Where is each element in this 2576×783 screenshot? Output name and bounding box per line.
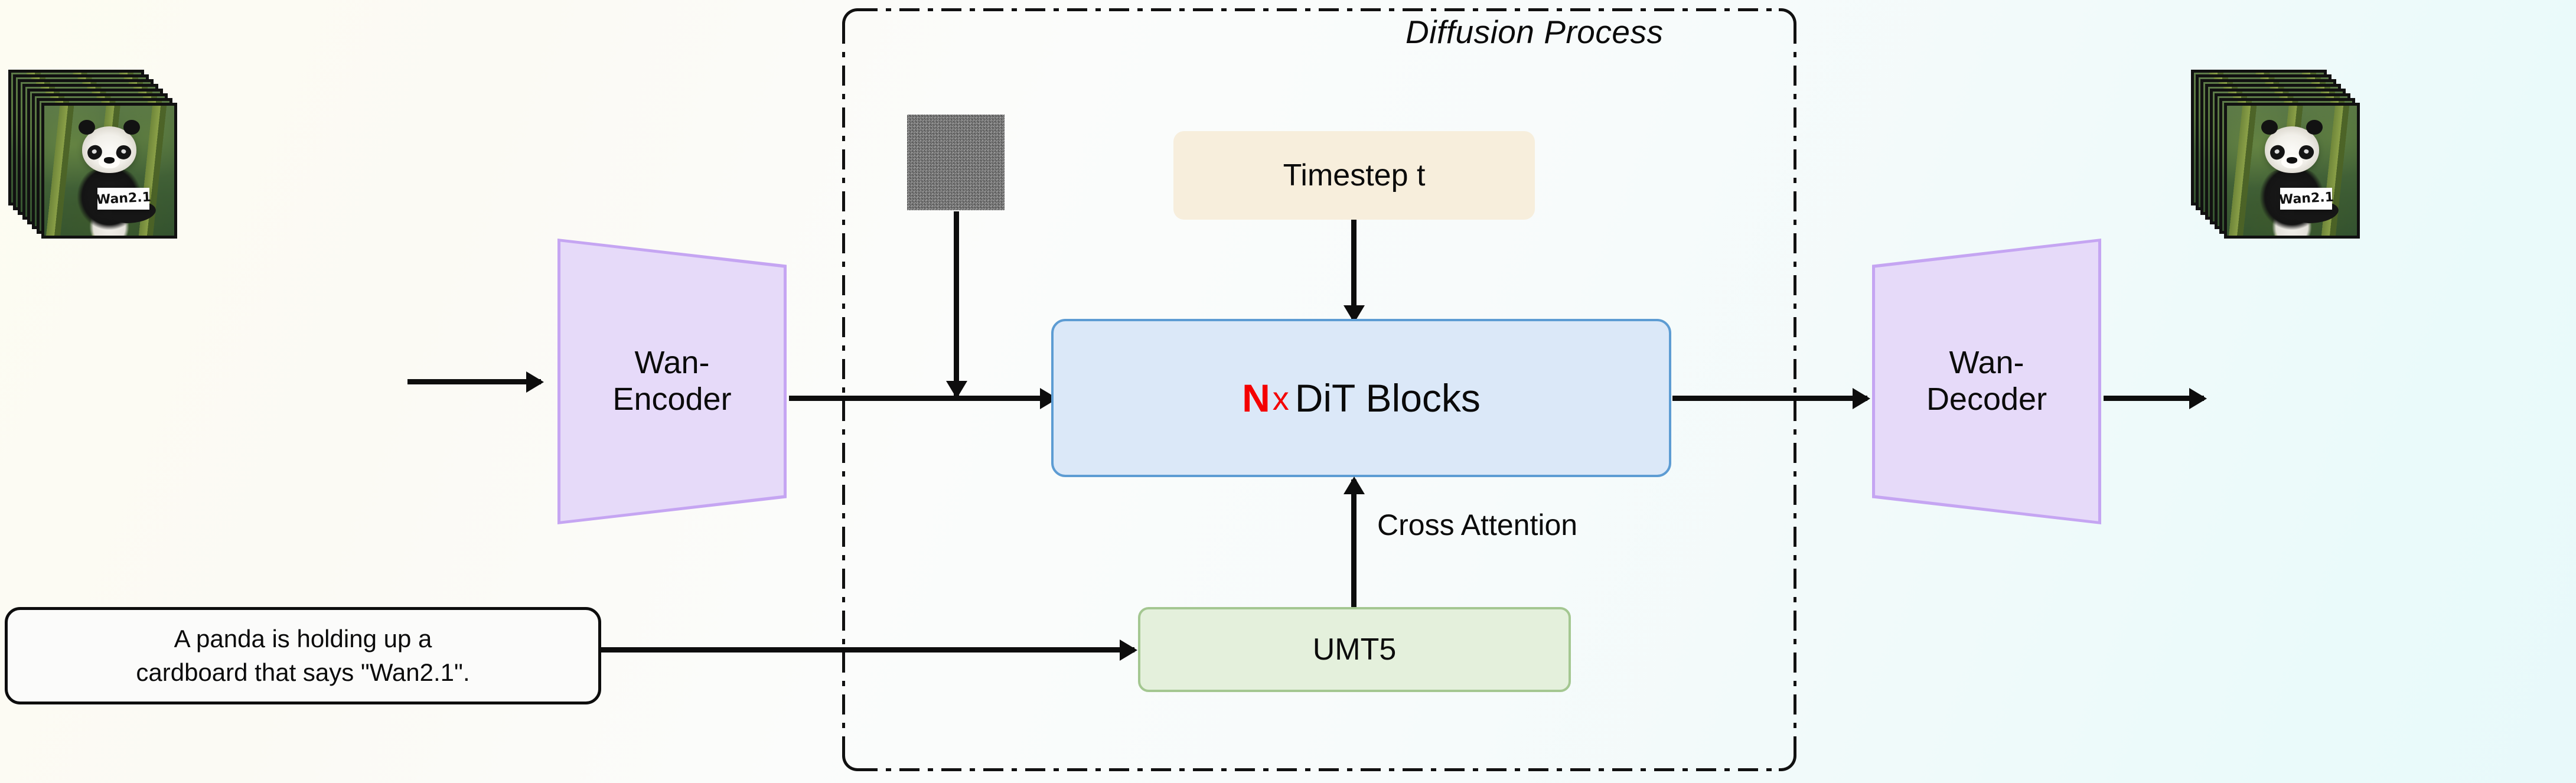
arrow-decoder-to-output (2104, 396, 2204, 401)
umt5-label: UMT5 (1312, 632, 1397, 667)
container-border-bottom (857, 768, 1781, 771)
container-corner-top-right (1779, 8, 1796, 26)
container-corner-bottom-left (842, 753, 860, 771)
container-border-right (1794, 24, 1796, 756)
arrow-frames-to-encoder (407, 379, 541, 384)
wan-decoder-label: Wan- Decoder (1926, 345, 2047, 417)
panda-sign-text: Wan2.1 (96, 190, 152, 208)
panda-nose (2286, 157, 2298, 164)
panda-ear-right (123, 120, 140, 135)
wan-decoder-fill (1875, 242, 2098, 521)
dit-multiply-icon: x (1272, 379, 1289, 417)
output-video-frames: Wan2.1 (2191, 70, 2362, 239)
arrow-noise-to-latent (954, 211, 959, 396)
cross-attention-label: Cross Attention (1377, 508, 1578, 541)
container-corner-bottom-right (1779, 753, 1796, 771)
timestep-label: Timestep t (1283, 158, 1426, 193)
wan-encoder-node[interactable]: Wan- Encoder (557, 239, 787, 524)
input-video-frames: Wan2.1 (8, 70, 180, 239)
panda-head (2261, 120, 2323, 174)
dit-blocks-node[interactable]: N x DiT Blocks (1051, 319, 1671, 477)
arrow-umt5-to-dit-cross-attention (1351, 479, 1357, 607)
container-border-left (842, 24, 845, 756)
arrow-encoder-to-dit (789, 396, 1055, 401)
panda-head (79, 120, 140, 174)
panda-ear-right (2306, 120, 2323, 135)
panda-ear-left (79, 120, 95, 135)
noise-latent-patch (907, 115, 1005, 210)
panda-sign-card: Wan2.1 (96, 187, 152, 210)
container-border-top (857, 8, 1781, 11)
video-frame-front: Wan2.1 (41, 103, 177, 239)
dit-repeat-count: N (1242, 376, 1270, 420)
prompt-line-2: cardboard that says "Wan2.1". (136, 658, 470, 686)
text-prompt-box[interactable]: A panda is holding up a cardboard that s… (5, 607, 601, 704)
video-frame-front: Wan2.1 (2224, 103, 2360, 239)
timestep-node[interactable]: Timestep t (1173, 131, 1535, 220)
panda-nose (103, 157, 115, 164)
wan-decoder-node[interactable]: Wan- Decoder (1872, 239, 2101, 524)
panda-sign-text: Wan2.1 (2278, 190, 2334, 208)
dit-blocks-label: DiT Blocks (1294, 376, 1481, 420)
diffusion-process-label: Diffusion Process (1406, 14, 1664, 50)
container-corner-top-left (842, 8, 860, 26)
umt5-text-encoder-node[interactable]: UMT5 (1138, 607, 1571, 692)
arrow-dit-to-decoder (1672, 396, 1867, 401)
wan-encoder-label: Wan- Encoder (612, 345, 732, 417)
prompt-line-1: A panda is holding up a (174, 624, 432, 652)
panda-ear-left (2261, 120, 2278, 135)
wan-encoder-fill (560, 242, 784, 521)
arrow-prompt-to-umt5 (600, 647, 1134, 652)
panda-sign-card: Wan2.1 (2278, 187, 2334, 210)
arrow-timestep-to-dit (1351, 220, 1357, 320)
